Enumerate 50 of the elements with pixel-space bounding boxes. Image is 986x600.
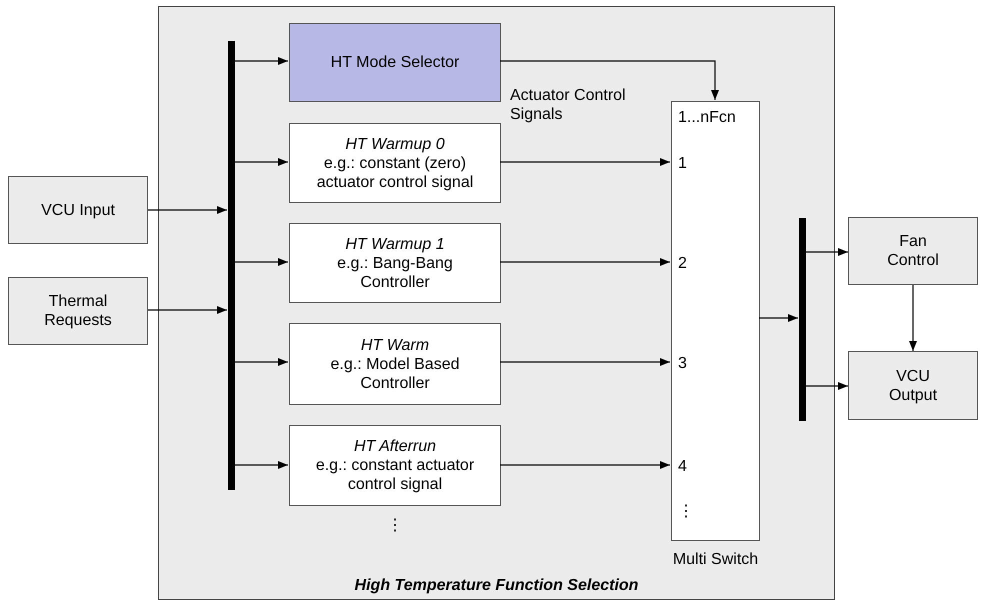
block-text: e.g.: Model Based Controller	[330, 354, 460, 392]
block-text: HT Mode Selector	[330, 53, 460, 72]
arrow	[234, 57, 288, 65]
signal-label: Actuator Control Signals	[510, 86, 627, 124]
control-port-label: 1...nFcn	[678, 109, 736, 127]
block-heading: HT Afterrun	[354, 437, 436, 456]
input-port-label: 3	[678, 355, 687, 373]
block-text: Thermal Requests	[43, 292, 113, 330]
input-port-label: 4	[678, 458, 687, 476]
arrow	[234, 461, 288, 469]
block-text: e.g.: Bang-Bang Controller	[336, 254, 454, 292]
arrow	[148, 306, 227, 314]
arrow	[805, 248, 848, 256]
block-heading: HT Warm	[360, 336, 430, 354]
block-text: e.g.: constant actuator control signal	[314, 456, 476, 494]
input-port-label: 1	[678, 155, 687, 173]
arrow	[909, 285, 917, 351]
block-text: VCU Input	[41, 200, 115, 220]
continuation-dots: ⋮	[387, 516, 403, 535]
arrow	[500, 60, 719, 100]
bus-bar	[799, 218, 806, 421]
block-text: Fan Control	[886, 232, 940, 270]
function-block	[289, 323, 501, 405]
bus-bar	[228, 41, 235, 490]
block-heading: HT Warmup 1	[345, 234, 445, 254]
io-box	[848, 351, 978, 420]
arrow	[500, 258, 670, 266]
block-caption: Multi Switch	[672, 551, 758, 569]
block-text: VCU Output	[888, 366, 938, 404]
io-box	[848, 217, 978, 285]
group-frame	[158, 6, 835, 600]
block-heading: HT Warmup 0	[345, 134, 445, 154]
function-block	[289, 223, 501, 303]
io-box	[8, 277, 148, 345]
function-block	[289, 123, 501, 203]
arrow	[234, 358, 288, 366]
arrow	[805, 382, 848, 390]
arrow	[759, 314, 798, 322]
arrow	[148, 206, 227, 214]
group-title: High Temperature Function Selection	[354, 577, 640, 595]
input-port-label: 2	[678, 255, 687, 273]
io-box	[8, 176, 148, 244]
arrow	[234, 258, 288, 266]
input-port-label: ⋮	[678, 503, 694, 521]
function-block	[289, 23, 501, 102]
arrow	[500, 358, 670, 366]
block-text: e.g.: constant (zero) actuator control signal	[316, 154, 474, 192]
arrow	[234, 158, 288, 166]
arrow	[500, 158, 670, 166]
arrow	[500, 461, 670, 469]
